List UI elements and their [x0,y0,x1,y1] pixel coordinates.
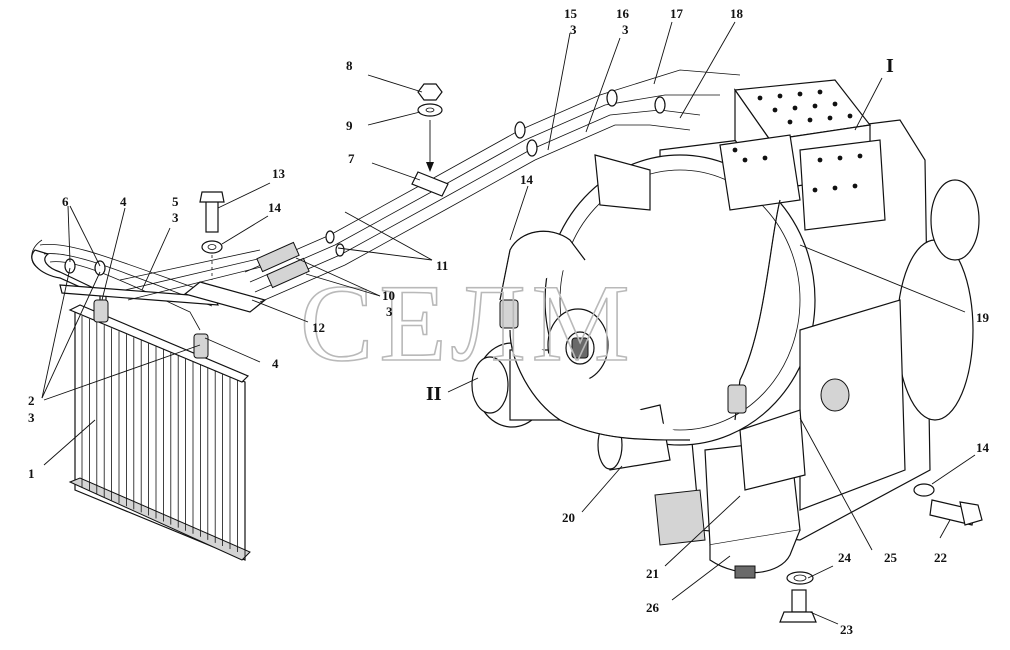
valve-bolt [742,157,748,163]
callout-12: 12 [312,320,325,335]
callout-5-sub: 3 [172,210,179,225]
callout-14-center: 14 [520,172,534,187]
radiator-pipes [31,239,266,359]
valve-bolt [787,119,793,125]
callout-7: 7 [348,151,355,166]
callout-labels: 1 2 3 4 4 5 3 6 7 8 9 10 3 11 12 13 14 1… [28,6,990,637]
radiator [68,304,251,561]
callout-18: 18 [730,6,744,21]
valve-bolt [827,115,833,121]
valve-bolt [772,107,778,113]
transmission-unit [471,79,980,579]
callout-14-left: 14 [268,200,282,215]
valve-bolt [792,105,798,111]
callout-10: 10 [382,288,395,303]
clamp-assembly [411,83,449,197]
callout-19: 19 [976,310,990,325]
callout-17: 17 [670,6,684,21]
callout-25: 25 [884,550,898,565]
callout-4-bottom: 4 [272,356,279,371]
callout-view-II: II [426,383,442,405]
valve-bolt [797,91,803,97]
valve-bolt [847,113,853,119]
loose-fasteners [779,483,983,623]
valve-bolt [852,183,858,189]
valve-bolt [817,157,823,163]
valve-bolt [837,155,843,161]
callout-22: 22 [934,550,947,565]
valve-bolt [807,117,813,123]
valve-bolt [777,93,783,99]
valve-bolt [762,155,768,161]
callout-21: 21 [646,566,659,581]
valve-bolt [812,187,818,193]
bracket-assembly [183,191,267,313]
callout-14-right: 14 [976,440,990,455]
callout-23: 23 [840,622,854,637]
callout-20: 20 [562,510,575,525]
valve-bolt [832,185,838,191]
callout-view-I: I [886,55,894,77]
callout-8: 8 [346,58,353,73]
callout-5: 5 [172,194,179,209]
callout-2-sub: 3 [28,410,35,425]
callout-16-sub: 3 [622,22,629,37]
valve-bolt [732,147,738,153]
callout-15-sub: 3 [570,22,577,37]
callout-11: 11 [436,258,448,273]
valve-bolt [817,89,823,95]
valve-bolt [812,103,818,109]
callout-16: 16 [616,6,630,21]
callout-1: 1 [28,466,35,481]
callout-9: 9 [346,118,353,133]
leader-lines [41,21,976,625]
callout-10-sub: 3 [386,304,393,319]
hose-bundle [244,69,741,303]
callout-26: 26 [646,600,660,615]
callout-6: 6 [62,194,69,209]
watermark-logo: СЕЛМ [300,262,636,384]
callout-24: 24 [838,550,852,565]
valve-bolt [832,101,838,107]
valve-bolt [857,153,863,159]
callout-13: 13 [272,166,286,181]
callout-2: 2 [28,393,35,408]
valve-bolt [757,95,763,101]
callout-15: 15 [564,6,578,21]
callout-4-top: 4 [120,194,127,209]
